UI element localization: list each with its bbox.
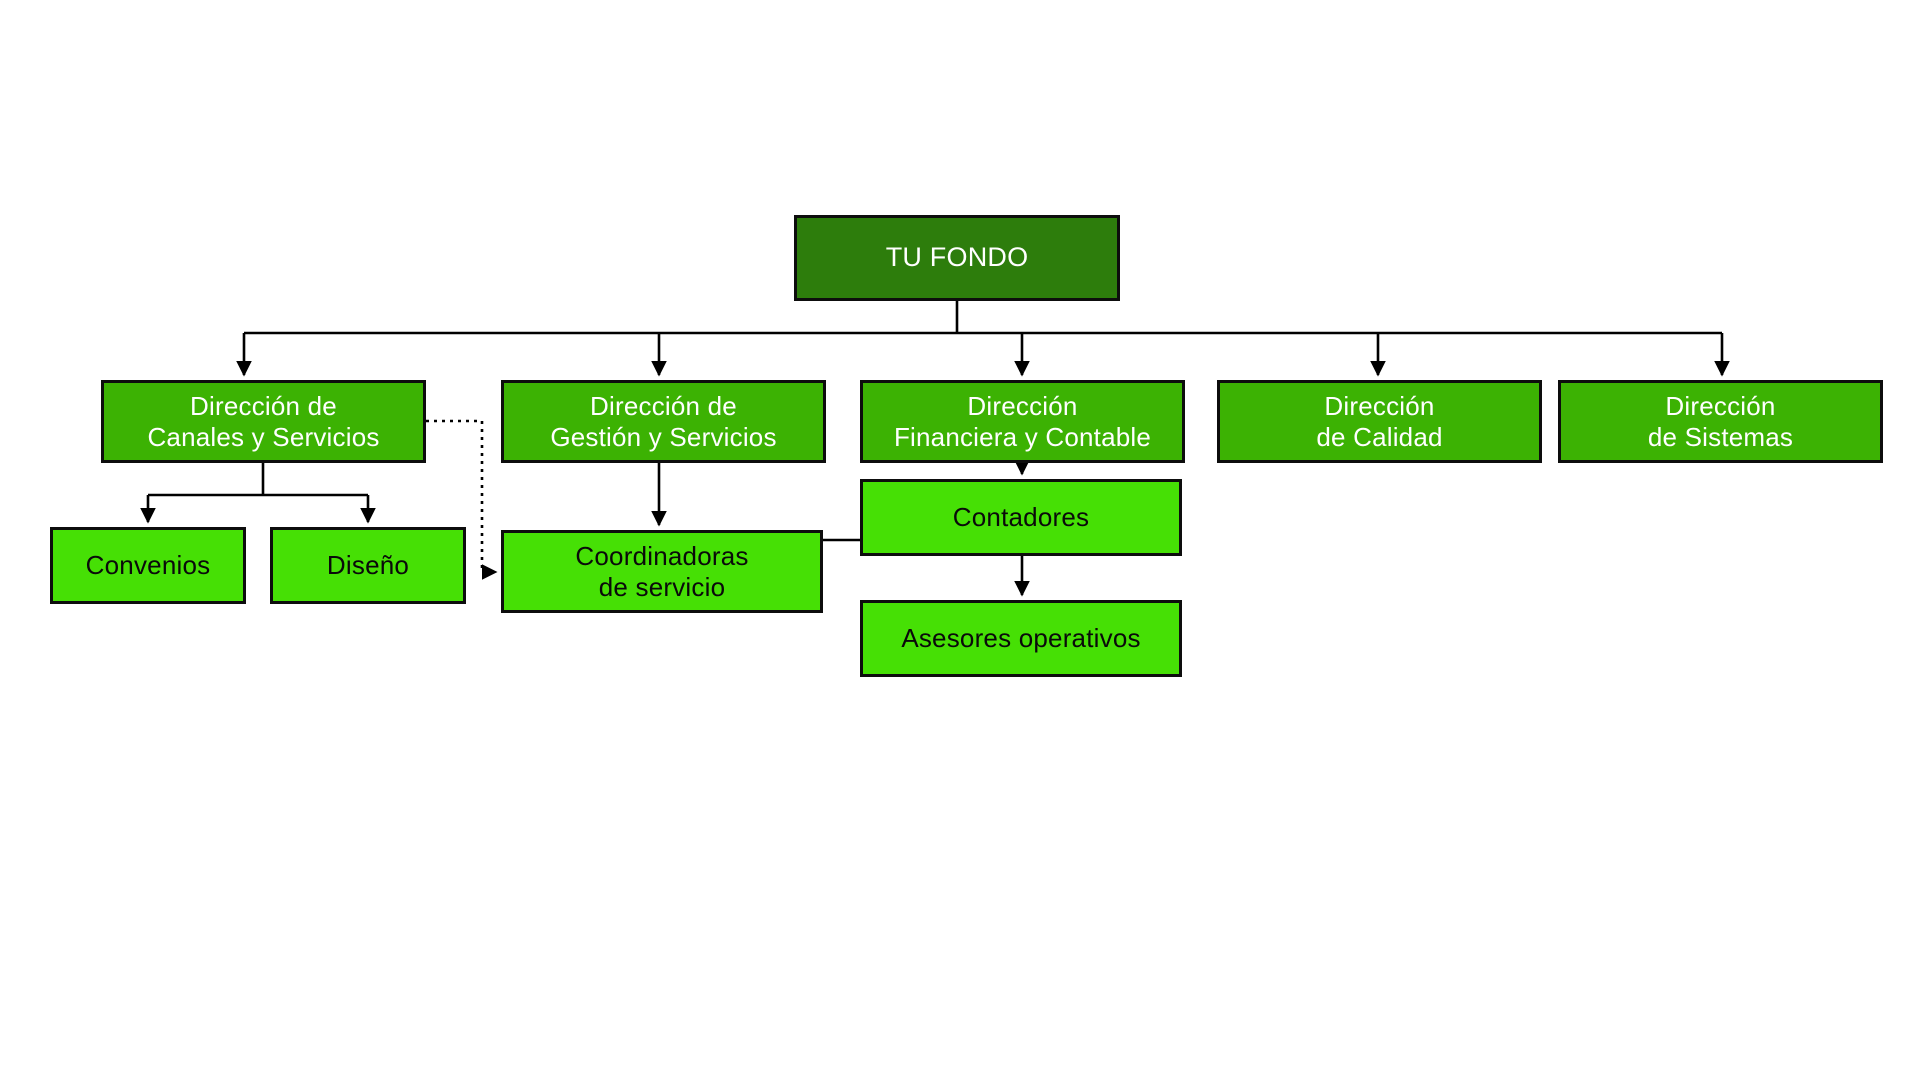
node-tu-fondo[interactable]: TU FONDO (794, 215, 1120, 301)
node-direccion-de-sistemas[interactable]: Dirección de Sistemas (1558, 380, 1883, 463)
node-convenios[interactable]: Convenios (50, 527, 246, 604)
node-direccion-de-calidad[interactable]: Dirección de Calidad (1217, 380, 1542, 463)
node-coordinadoras-de-servicio[interactable]: Coordinadoras de servicio (501, 530, 823, 613)
node-direccion-financiera-y-contable[interactable]: Dirección Financiera y Contable (860, 380, 1185, 463)
node-asesores-operativos[interactable]: Asesores operativos (860, 600, 1182, 677)
node-direccion-canales-y-servicios[interactable]: Dirección de Canales y Servicios (101, 380, 426, 463)
node-contadores[interactable]: Contadores (860, 479, 1182, 556)
node-direccion-gestion-y-servicios[interactable]: Dirección de Gestión y Servicios (501, 380, 826, 463)
node-diseno[interactable]: Diseño (270, 527, 466, 604)
